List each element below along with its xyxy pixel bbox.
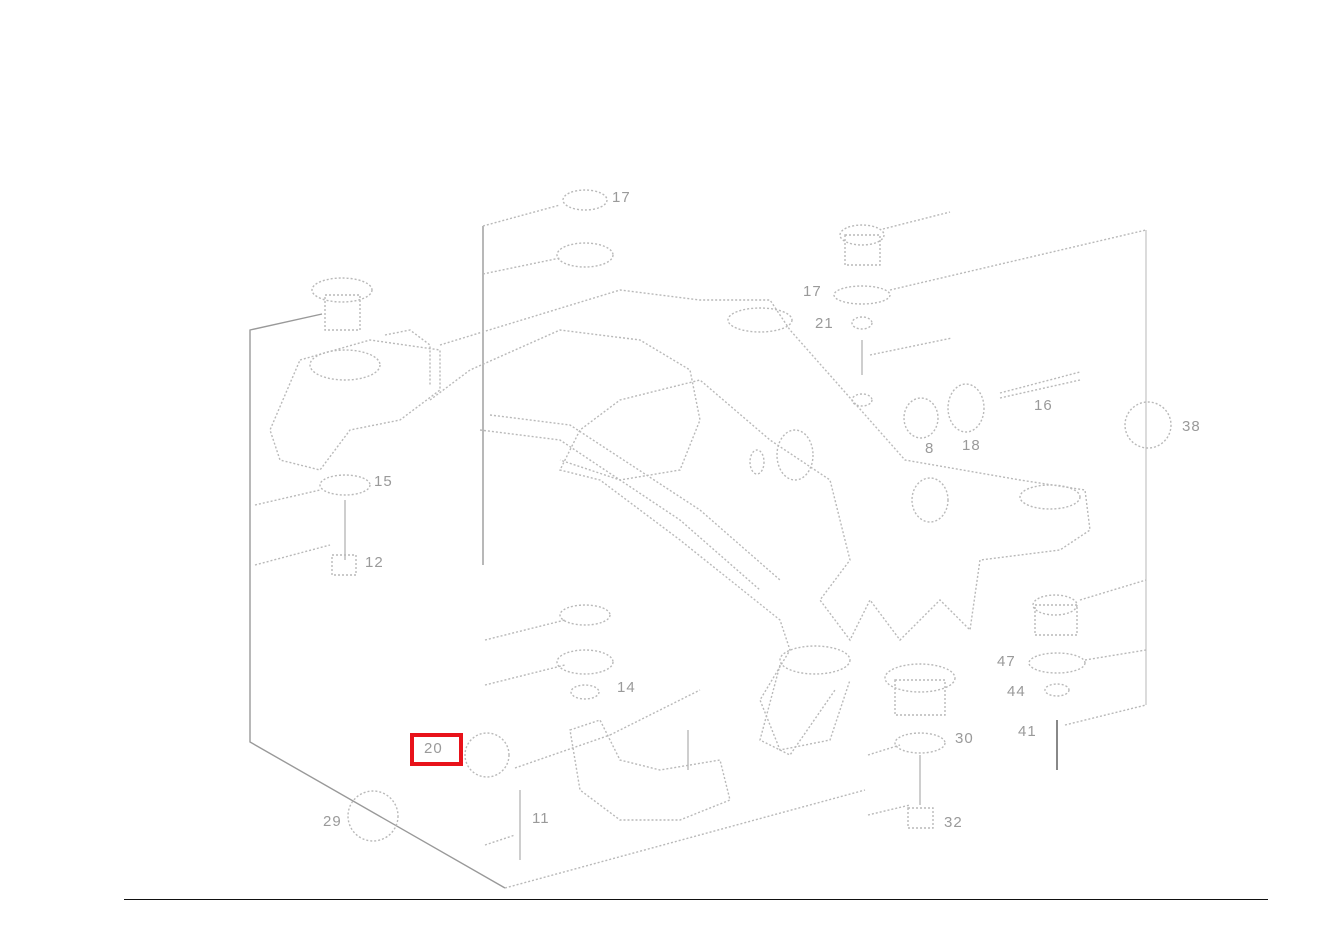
callout-20[interactable]: 20	[424, 740, 443, 757]
callout-12: 12	[365, 554, 384, 571]
callout-15: 15	[374, 473, 393, 490]
callout-44: 44	[1007, 683, 1026, 700]
callout-38: 38	[1182, 418, 1201, 435]
callout-8: 8	[925, 440, 935, 457]
callout-11: 11	[532, 810, 550, 827]
callout-16: 16	[1034, 397, 1053, 414]
subframe-outline	[439, 289, 1091, 751]
callout-41: 41	[1018, 723, 1037, 740]
callout-17: 17	[803, 283, 822, 300]
bottom-rule	[124, 899, 1268, 900]
callout-21: 21	[815, 315, 834, 332]
bracket-left	[249, 313, 506, 889]
callout-47: 47	[997, 653, 1016, 670]
callout-32: 32	[944, 814, 963, 831]
callout-14: 14	[617, 679, 636, 696]
selected-callout-highlight[interactable]	[410, 733, 463, 766]
callout-18: 18	[962, 437, 981, 454]
callout-17: 17	[612, 189, 631, 206]
callout-29: 29	[323, 813, 342, 830]
callout-30: 30	[955, 730, 974, 747]
